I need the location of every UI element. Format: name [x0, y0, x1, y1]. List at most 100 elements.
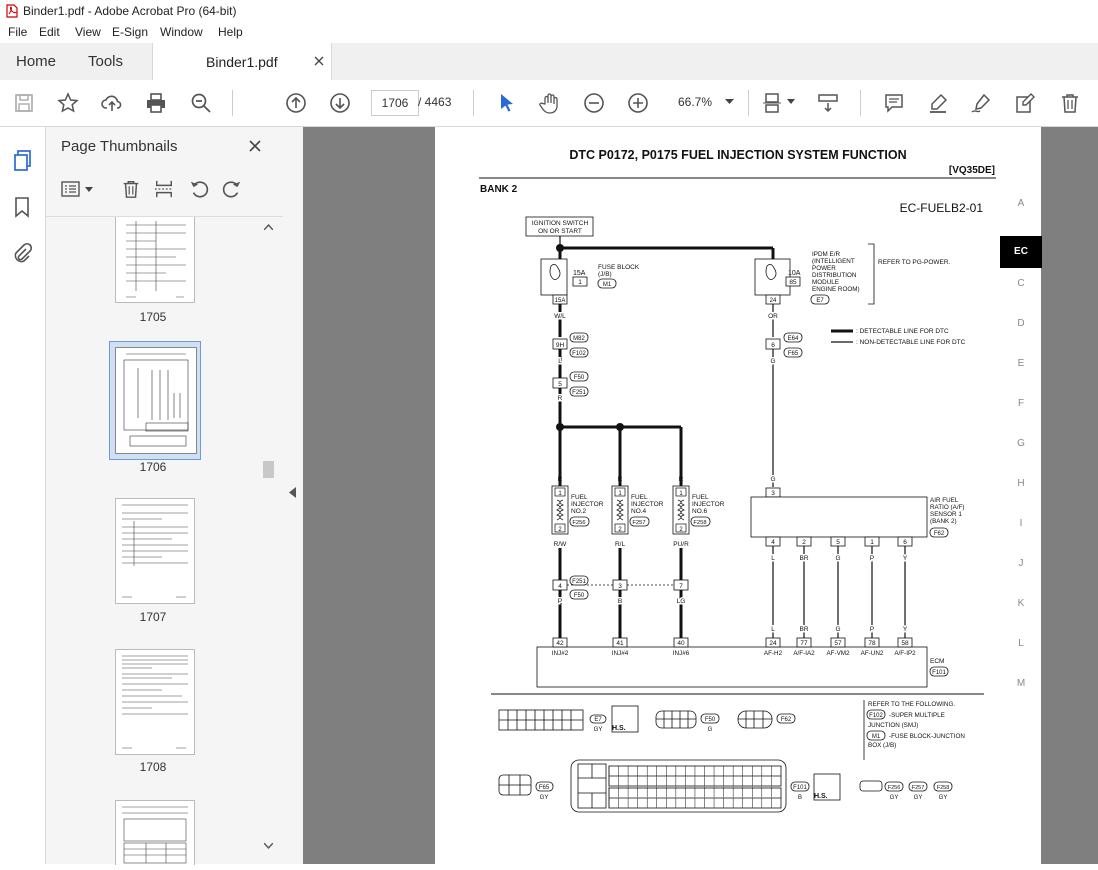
extract-page-icon[interactable] [154, 179, 174, 199]
joint-conn-f50: F50 [574, 593, 585, 599]
scroll-down-icon[interactable] [264, 843, 273, 849]
page-number-input[interactable] [371, 90, 419, 116]
panel-title: Page Thumbnails [61, 138, 178, 155]
svg-text:2: 2 [558, 527, 562, 533]
print-icon[interactable] [145, 92, 167, 114]
previous-page-icon[interactable] [285, 92, 307, 114]
section-tab-e: E [1017, 358, 1025, 369]
bookmark-icon[interactable] [14, 196, 30, 218]
star-icon[interactable] [57, 92, 79, 114]
menu-file[interactable]: File [8, 25, 28, 39]
af-wire-color: BR [799, 555, 808, 562]
wire-w-l: W/L [554, 313, 566, 320]
ipdm-label-6: ENGINE ROOM) [812, 286, 860, 293]
pin-6: 6 [771, 342, 775, 349]
ecm-pin-label: A/F-IA2 [793, 650, 815, 657]
zoom-search-icon[interactable] [190, 92, 212, 114]
sign-icon[interactable] [970, 92, 992, 114]
tag-f50-color: G [708, 727, 713, 733]
thumbnail-label: 1708 [139, 760, 167, 774]
chevron-down-icon[interactable] [725, 99, 734, 105]
inj2-after-wire: P [558, 598, 562, 605]
comment-icon[interactable] [883, 92, 905, 114]
next-page-icon[interactable] [329, 92, 351, 114]
select-cursor-icon[interactable] [496, 92, 518, 114]
af-pin: 4 [771, 539, 775, 546]
page-total: / 4463 [418, 95, 452, 109]
ecm-label: ECM [930, 658, 944, 665]
rotate-left-icon[interactable] [189, 179, 209, 199]
highlight-pen-icon[interactable] [927, 92, 949, 114]
page-thumbnail-1708[interactable] [115, 649, 195, 755]
thumbnails-panel: Page Thumbnails 1705 1706 1707 1708 [46, 127, 283, 865]
af-wire-color: G [835, 626, 840, 633]
thumbnail-options-icon[interactable] [61, 180, 95, 198]
upload-cloud-icon[interactable] [101, 92, 123, 114]
close-tab-icon[interactable] [314, 56, 324, 66]
scroll-mode-icon[interactable] [817, 92, 839, 114]
zoom-in-icon[interactable] [627, 92, 649, 114]
hand-tool-icon[interactable] [539, 92, 561, 114]
scroll-up-icon[interactable] [264, 224, 273, 230]
menu-window[interactable]: Window [160, 25, 203, 39]
menu-edit[interactable]: Edit [39, 25, 60, 39]
conn-f102: F102 [572, 351, 586, 357]
tab-tools[interactable]: Tools [88, 53, 124, 70]
diagram-title: DTC P0172, P0175 FUEL INJECTION SYSTEM F… [569, 148, 906, 162]
delete-page-icon[interactable] [121, 179, 141, 199]
joint-pin-4: 4 [558, 583, 562, 590]
pdf-page: DTC P0172, P0175 FUEL INJECTION SYSTEM F… [435, 127, 1041, 864]
ipdm-pin: 24 [770, 298, 777, 304]
ecm-pin: 42 [556, 640, 564, 647]
menu-e-sign[interactable]: E-Sign [112, 25, 149, 39]
inj6-conn: F258 [693, 520, 706, 526]
page-thumbnails-icon[interactable] [12, 149, 34, 171]
wire-g: G [770, 358, 775, 365]
af-top-pin: 3 [771, 490, 775, 497]
zoom-level[interactable]: 66.7% [678, 95, 713, 109]
tag-f258: F258 [937, 785, 950, 791]
tab-document[interactable]: Binder1.pdf [152, 43, 332, 81]
attachment-icon[interactable] [12, 242, 32, 264]
tab-bar: Home Tools Binder1.pdf [0, 43, 1098, 81]
panel-splitter[interactable] [283, 127, 304, 864]
scrollbar-thumb[interactable] [263, 461, 274, 478]
menu-view[interactable]: View [75, 25, 101, 39]
save-icon[interactable] [13, 92, 35, 114]
svg-text:1: 1 [618, 491, 622, 497]
page-thumbnail-1707[interactable] [115, 498, 195, 604]
inj4-after-wire: B [618, 598, 622, 605]
refer-following-5: BOX (J/B) [868, 742, 896, 749]
tag-f256: F256 [888, 785, 901, 791]
af-conn: F62 [934, 531, 945, 537]
rotate-right-icon[interactable] [222, 179, 242, 199]
edit-pdf-icon[interactable] [1014, 92, 1036, 114]
inj6-label-2: INJECTOR [692, 501, 725, 508]
af-wire-color: BR [799, 626, 808, 633]
page-thumbnail[interactable] [115, 800, 195, 865]
ipdm-label-4: DISTRIBUTION [812, 272, 857, 279]
ecm-pin: 41 [616, 640, 624, 647]
ipdm-number: 85 [789, 279, 797, 286]
collapse-panel-icon[interactable] [289, 487, 296, 498]
close-panel-icon[interactable] [249, 140, 261, 152]
page-fit-icon[interactable] [761, 92, 783, 114]
thumbnail-preview [122, 655, 188, 749]
page-thumbnail-selected[interactable] [109, 341, 201, 460]
hs-mark-2: H.S. [814, 793, 828, 800]
tab-home[interactable]: Home [16, 53, 57, 70]
menu-help[interactable]: Help [218, 25, 243, 39]
tag-f65: F65 [539, 785, 550, 791]
joint-pin-3: 3 [618, 583, 622, 590]
ipdm-label-1: IPDM E/R [812, 251, 840, 258]
chevron-down-icon[interactable] [787, 99, 795, 104]
zoom-out-icon[interactable] [583, 92, 605, 114]
thumbnail-scrollbar[interactable] [261, 219, 275, 859]
page-thumbnail-1705[interactable] [115, 217, 195, 303]
af-pin: 2 [802, 539, 806, 546]
svg-text:1: 1 [679, 491, 683, 497]
trash-icon[interactable] [1059, 92, 1081, 114]
thumbnail-preview [122, 806, 188, 864]
ipdm-rating: 10A [788, 270, 801, 277]
ipdm-label-3: POWER [812, 265, 836, 272]
